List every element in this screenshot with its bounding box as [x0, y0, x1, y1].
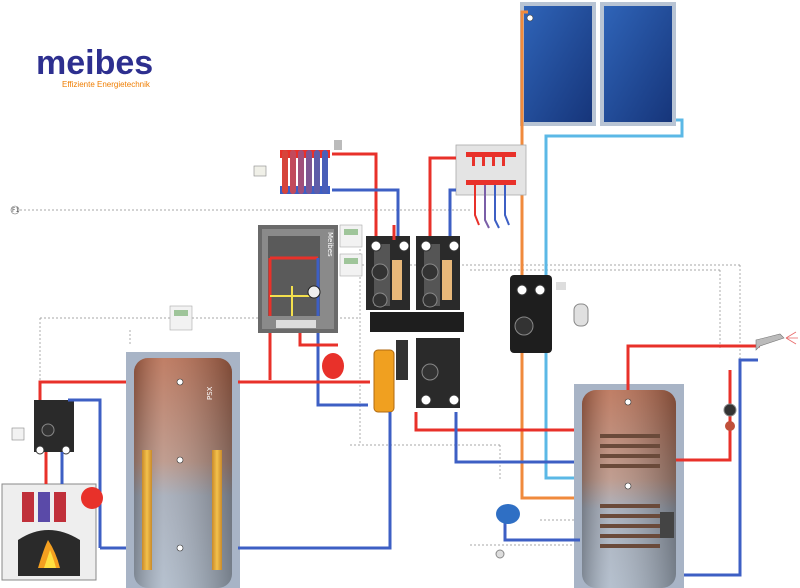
buffer-pipes — [100, 380, 392, 550]
solar-station-icon — [510, 275, 589, 353]
floor-heating-manifold-icon — [455, 144, 527, 229]
dhw-pipes — [503, 344, 760, 577]
radiator-pipes — [332, 152, 400, 240]
hydraulic-separator-icon — [373, 340, 408, 413]
expansion-vessel-icon — [81, 487, 103, 509]
buffer-tank-icon: PSX — [126, 352, 240, 588]
solar-collector-icon — [520, 2, 676, 126]
wood-boiler-icon — [1, 483, 97, 581]
pump-group-icon — [366, 236, 464, 408]
control-ref-marker — [10, 205, 20, 215]
faucet-icon — [755, 331, 798, 351]
brand-name: meibes — [36, 44, 154, 82]
dhw-circulation-pump — [723, 403, 737, 431]
gas-boiler-icon: Meibes — [258, 225, 338, 333]
radiator-icon — [253, 140, 342, 194]
manifold-pipes — [428, 156, 456, 240]
distribution-pipes — [392, 225, 580, 464]
wood-boiler-pump-group — [11, 400, 74, 455]
expansion-vessel-icon — [495, 504, 520, 559]
solar-pipes — [520, 10, 684, 500]
brand-tagline: Effiziente Energietechnik — [62, 80, 150, 89]
control-ref-label: F1 — [12, 207, 19, 214]
buffer-tank-label: PSX — [206, 386, 214, 400]
expansion-vessel-icon — [322, 353, 344, 379]
controller-icon — [169, 224, 363, 331]
boiler-pipes — [268, 333, 368, 407]
brand-logo: meibes Effiziente Energietechnik — [36, 46, 153, 89]
boiler-brand-label: Meibes — [326, 232, 334, 257]
dhw-tank-icon — [574, 384, 684, 588]
